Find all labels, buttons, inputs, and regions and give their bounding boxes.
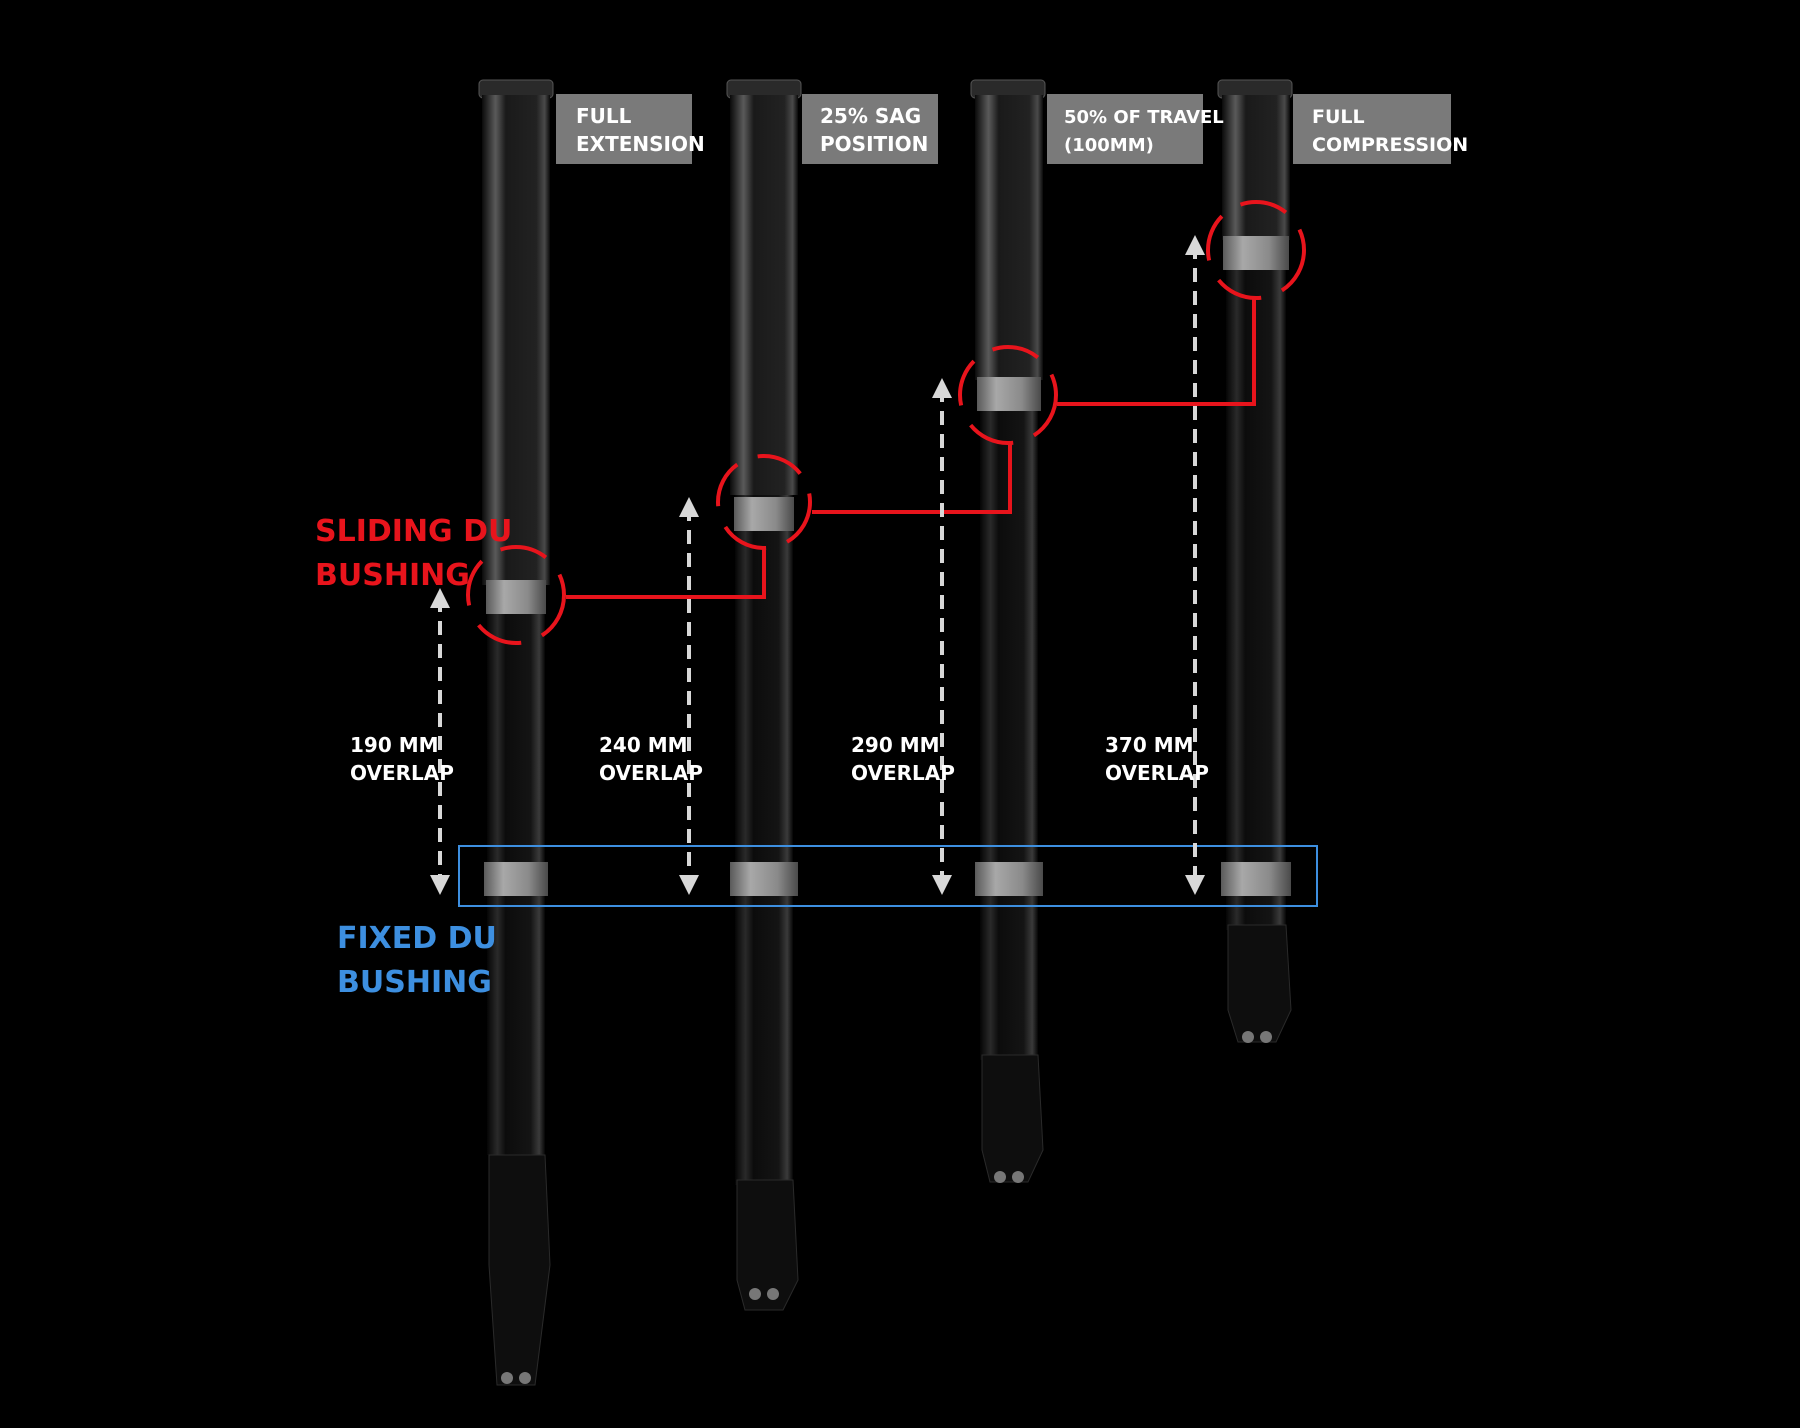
fixed-bushing-label: FIXED DU BUSHING — [337, 921, 497, 1000]
axle-bolt — [749, 1288, 761, 1300]
tag-box — [802, 94, 938, 164]
lower-tube — [735, 495, 793, 1185]
fork-sag-position — [726, 79, 802, 1311]
tag-full-extension: FULL EXTENSION — [556, 94, 705, 164]
overlap-unit: OVERLAP — [1105, 761, 1209, 785]
overlap-unit: OVERLAP — [851, 761, 955, 785]
tag-box — [1047, 94, 1203, 164]
sliding-bushing — [977, 377, 1041, 411]
tag-line: FULL — [1312, 106, 1365, 128]
tag-box — [556, 94, 692, 164]
axle-bolt — [1242, 1031, 1254, 1043]
stanchion-tube — [1222, 95, 1290, 240]
tag-half-travel: 50% OF TRAVEL (100MM) — [1047, 94, 1224, 164]
overlap-unit: OVERLAP — [599, 761, 703, 785]
axle-bolt — [1260, 1031, 1272, 1043]
sliding-label-line: SLIDING DU — [315, 514, 512, 549]
overlap-labels: 190 MM OVERLAP 240 MM OVERLAP 290 MM OVE… — [350, 733, 1209, 785]
tag-line: 50% OF TRAVEL — [1064, 107, 1224, 128]
stanchion-tube — [482, 95, 550, 585]
axle-bolt — [994, 1171, 1006, 1183]
axle-bolt — [501, 1372, 513, 1384]
fixed-label-line: FIXED DU — [337, 921, 497, 956]
dropout — [1227, 924, 1292, 1043]
tag-line: FULL — [576, 104, 632, 128]
overlap-value: 240 MM — [599, 733, 688, 757]
sliding-bushing — [486, 580, 546, 614]
sliding-bushing — [1223, 236, 1289, 270]
fork-full-compression — [1217, 79, 1293, 1043]
tag-full-compression: FULL COMPRESSION — [1293, 94, 1468, 164]
tag-line: EXTENSION — [576, 132, 705, 156]
fork-half-travel — [970, 79, 1046, 1183]
fork-full-extension — [478, 79, 554, 1386]
position-tags: FULL EXTENSION 25% SAG POSITION 50% OF T… — [556, 94, 1468, 164]
overlap-value: 370 MM — [1105, 733, 1194, 757]
fixed-label-line: BUSHING — [337, 965, 492, 1000]
sliding-label-line: BUSHING — [315, 558, 470, 593]
overlap-arrows — [430, 235, 1205, 895]
fixed-bushing — [484, 862, 548, 896]
stanchion-tube — [975, 95, 1043, 380]
tag-line: POSITION — [820, 132, 928, 156]
tag-line: COMPRESSION — [1312, 134, 1468, 156]
sliding-connector — [1057, 298, 1256, 406]
fixed-bushing — [1221, 862, 1291, 896]
sliding-bushing — [734, 497, 794, 531]
axle-bolt — [519, 1372, 531, 1384]
dropout — [488, 1154, 551, 1386]
sliding-bushing-label: SLIDING DU BUSHING — [315, 514, 512, 593]
tag-line: (100MM) — [1064, 135, 1154, 156]
fixed-bushing — [730, 862, 798, 896]
sliding-connector — [566, 548, 766, 599]
dropout — [736, 1179, 799, 1311]
sliding-bushing-highlight — [466, 545, 566, 645]
sliding-connector — [812, 443, 1012, 514]
overlap-unit: OVERLAP — [350, 761, 454, 785]
overlap-value: 290 MM — [851, 733, 940, 757]
tag-line: 25% SAG — [820, 104, 921, 128]
fixed-bushing-highlight — [458, 845, 1318, 907]
sliding-bushing-callouts — [466, 200, 1306, 645]
fixed-bushing — [975, 862, 1043, 896]
tag-box — [1293, 94, 1451, 164]
stanchion-tube — [730, 95, 798, 495]
axle-bolt — [767, 1288, 779, 1300]
overlap-value: 190 MM — [350, 733, 439, 757]
axle-bolt — [1012, 1171, 1024, 1183]
dropout — [981, 1054, 1044, 1183]
tag-sag-position: 25% SAG POSITION — [802, 94, 938, 164]
